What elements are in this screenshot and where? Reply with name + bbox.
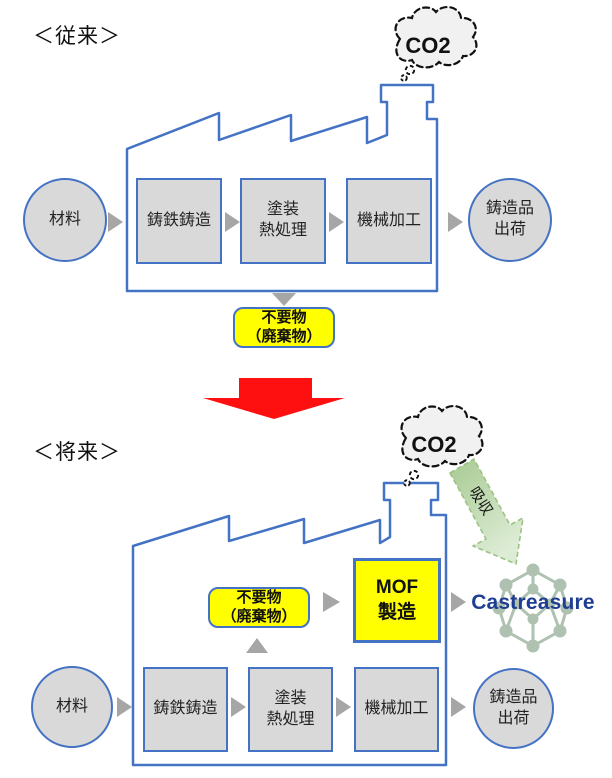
co2-label-conventional: CO2: [405, 33, 450, 58]
co2-tail-dot-small-conventional: [400, 74, 408, 82]
shipment-circle-future: 鋳造品 出荷: [473, 668, 554, 749]
process-box-casting-future: 鋳鉄鋳造: [143, 667, 228, 752]
arrow-coating-to-machining: [329, 212, 344, 232]
co2-tail-dot-small-future: [403, 479, 411, 487]
transition-arrow: [203, 378, 345, 419]
arrow-material-to-casting: [108, 212, 123, 232]
waste-box-future: 不要物 （廃棄物）: [208, 587, 310, 628]
co2-tail-dot-large-conventional: [404, 64, 416, 76]
mof-production-box: MOF 製造: [353, 558, 441, 643]
section-title-future: ＜将来＞: [33, 441, 121, 464]
arrow-mof-to-brand: [451, 592, 466, 612]
arrow-machining-to-shipment: [448, 212, 463, 232]
process-box-coating-conventional: 塗装 熱処理: [240, 178, 326, 264]
co2-cloud-conventional: [394, 5, 478, 69]
section-title-conventional: ＜従来＞: [33, 25, 121, 48]
process-box-coating-future: 塗装 熱処理: [248, 667, 333, 752]
shipment-circle-conventional: 鋳造品 出荷: [468, 178, 552, 262]
co2-cloud-future: [400, 404, 484, 468]
material-circle-future: 材料: [31, 666, 113, 748]
arrow-factory-to-waste: [272, 293, 296, 306]
castreasure-brand-label: Castreasure: [471, 591, 595, 614]
co2-label-future: CO2: [411, 432, 456, 457]
arrow-material-to-casting-future: [117, 697, 132, 717]
castreasure-molecule-icon: [492, 563, 574, 653]
arrow-machining-to-shipment-future: [451, 697, 466, 717]
arrow-casting-to-coating: [225, 212, 240, 232]
arrow-waste-to-mof: [323, 592, 340, 612]
arrow-casting-to-coating-future: [231, 697, 246, 717]
material-circle-conventional: 材料: [23, 178, 107, 262]
absorb-arrow: [449, 458, 524, 565]
arrow-process-to-waste-up: [246, 638, 268, 653]
arrow-coating-to-machining-future: [336, 697, 351, 717]
process-box-machining-conventional: 機械加工: [346, 178, 432, 264]
co2-tail-dot-large-future: [408, 469, 420, 481]
waste-box-conventional: 不要物 （廃棄物）: [233, 307, 335, 348]
process-box-machining-future: 機械加工: [354, 667, 439, 752]
process-box-casting-conventional: 鋳鉄鋳造: [136, 178, 222, 264]
